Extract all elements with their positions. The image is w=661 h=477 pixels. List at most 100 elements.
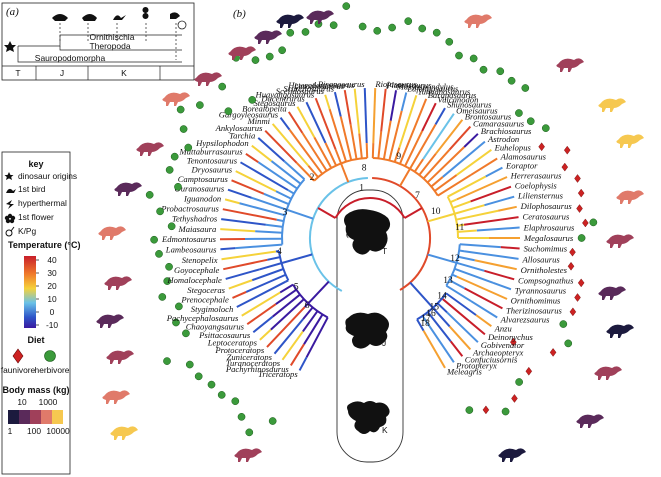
- herbivore-marker: [404, 17, 413, 25]
- tree-branch: [251, 144, 273, 162]
- tree-branch: [313, 136, 333, 169]
- herbivore-marker: [245, 428, 254, 437]
- tree-branch: [324, 94, 331, 110]
- tree-branch: [454, 267, 494, 284]
- key-panel: key dinosaur origins 1st bird hypertherm…: [1, 151, 80, 475]
- taxon-label: Ouranosaurus: [175, 183, 225, 193]
- tree-branch: [252, 315, 274, 334]
- bird-icon: [6, 188, 16, 193]
- tree-branch: [223, 258, 268, 271]
- tree-branch: [452, 200, 471, 209]
- tree-branch: [409, 124, 437, 170]
- faunivore-marker: [511, 394, 518, 403]
- key-item-hyperthermal: hyperthermal: [18, 198, 67, 208]
- theropoda-label: Theropoda: [89, 41, 130, 51]
- taxon-label: Lesothosaurus: [293, 81, 345, 91]
- taxon-label: Shunosaurus: [447, 100, 492, 110]
- tree-branch: [281, 330, 304, 361]
- dinosaur-silhouette: [96, 314, 124, 328]
- tree-branch: [382, 120, 392, 160]
- dinosaur-silhouette: [162, 92, 190, 106]
- tree-branch: [251, 268, 284, 282]
- tree-branch: [388, 110, 403, 161]
- tree-branch: [296, 106, 316, 138]
- tree-branch: [432, 307, 451, 328]
- tree-branch: [474, 259, 517, 271]
- mass-colorbar: [8, 410, 63, 424]
- map-label-t: T: [382, 246, 387, 256]
- node-number: 10: [431, 207, 441, 217]
- tree-branch: [245, 152, 259, 164]
- herbivore-marker: [196, 101, 204, 109]
- ornithischia-label: Ornithischia: [90, 32, 135, 42]
- tree-branch: [434, 107, 446, 126]
- tree-branch: [475, 314, 492, 327]
- tree-branch: [445, 292, 477, 316]
- dinosaur-silhouette: [276, 14, 304, 28]
- tree-branch: [279, 117, 291, 131]
- taxon-label: Deinonychus: [487, 332, 534, 342]
- tree-branch: [275, 190, 292, 200]
- dinosaur-silhouette: [606, 324, 634, 338]
- diet-title: Diet: [27, 335, 44, 345]
- dinosaur-silhouette: [598, 286, 626, 300]
- tree-branch: [279, 283, 294, 294]
- herbivore-marker: [564, 339, 573, 348]
- herbivore-marker: [559, 320, 568, 328]
- dinosaur-silhouette: [106, 350, 134, 364]
- key-title: key: [28, 159, 43, 169]
- dinosaur-silhouette: [616, 190, 644, 204]
- tree-branch: [298, 356, 308, 371]
- dino-silhouette: [170, 12, 180, 19]
- tree-branch: [285, 279, 289, 283]
- herbivore-marker: [224, 107, 233, 116]
- taxon-label: Alamosaurus: [500, 151, 547, 161]
- mass-label-1: 1: [8, 426, 13, 436]
- tree-branch: [470, 185, 512, 203]
- faunivore-diamond-icon: [12, 348, 24, 364]
- tree-branch: [377, 131, 383, 159]
- tree-branch: [458, 249, 465, 253]
- herbivore-marker: [165, 166, 174, 174]
- taxon-label: Scelidosaurus: [276, 86, 325, 96]
- tree-branch: [259, 262, 282, 271]
- taxon-label: Megalosaurus: [523, 233, 574, 243]
- tree-branch: [265, 223, 283, 228]
- tree-branch: [398, 95, 418, 148]
- taxon-label: Ornitholestes: [521, 265, 568, 275]
- herbivore-marker: [515, 378, 523, 386]
- bird-silhouette-icon: [113, 15, 126, 20]
- paleomap-panel: (c) T J K: [336, 189, 404, 463]
- dinosaur-silhouette: [234, 448, 262, 462]
- mass-label-100: 100: [27, 426, 41, 436]
- tree-branch: [393, 147, 401, 163]
- herbivore-marker: [358, 22, 367, 31]
- tree-branch: [421, 315, 424, 318]
- tree-branch: [399, 168, 411, 187]
- taxon-label: Tyrannosaurus: [515, 286, 567, 296]
- taxon-label: Lambeosaurus: [165, 245, 217, 255]
- taxon-label: Stegosaurus: [253, 98, 296, 108]
- taxon-label: Stegoceras: [187, 285, 225, 295]
- tree-branch: [339, 116, 353, 161]
- temperature-tick: 0: [50, 307, 55, 317]
- herbivore-marker: [541, 124, 550, 132]
- taxon-label: Huayangosaurus: [254, 89, 314, 99]
- tree-branch: [442, 140, 486, 178]
- herbivore-marker: [501, 407, 510, 416]
- phylogenetic-tree: [219, 88, 520, 371]
- taxon-label: Protoceratops: [214, 345, 265, 355]
- tree-branch: [301, 132, 328, 172]
- taxon-label: Vulcanodon: [438, 95, 479, 105]
- tree-branch: [221, 250, 277, 261]
- star-icon: [4, 172, 14, 180]
- tree-branch: [287, 111, 304, 134]
- herbivore-marker: [521, 84, 530, 92]
- tree-branch: [457, 255, 475, 262]
- tree-branch: [266, 306, 306, 348]
- tree-branch: [454, 204, 485, 215]
- herbivore-marker: [172, 318, 180, 327]
- taxon-label: Suchomimus: [524, 244, 568, 254]
- tree-branch: [436, 302, 448, 314]
